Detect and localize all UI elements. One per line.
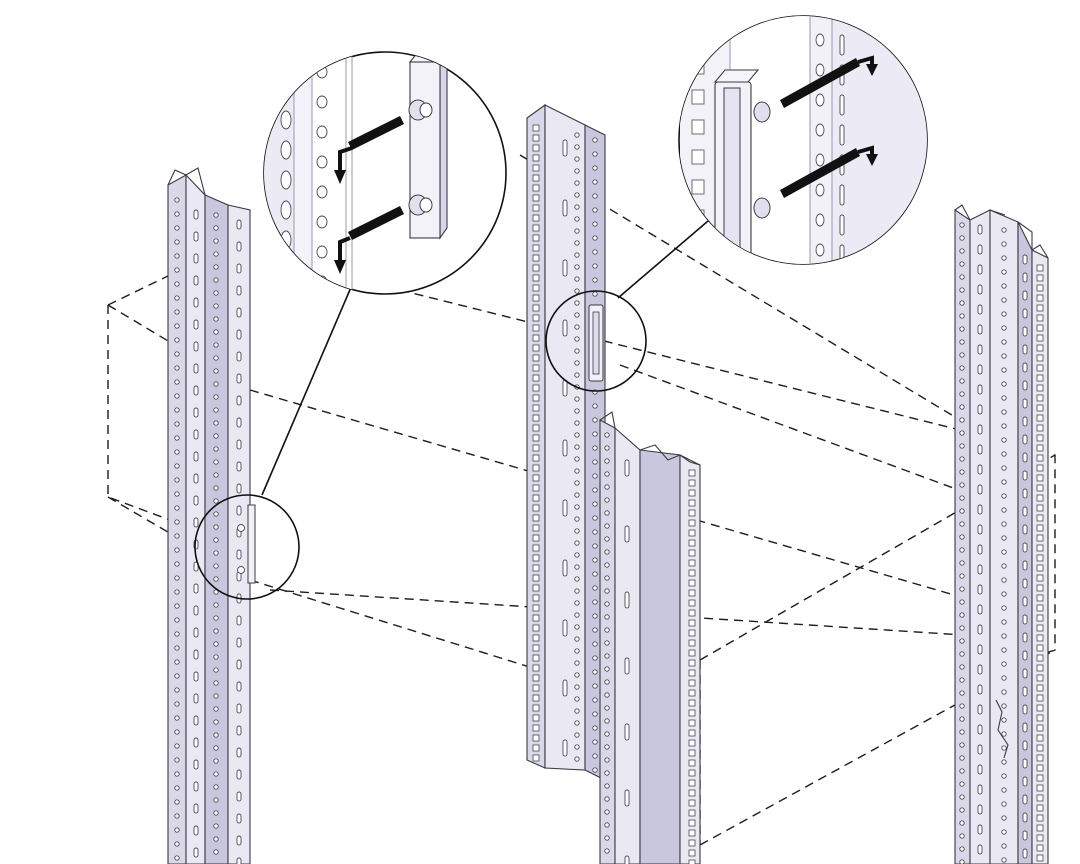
middle-front-rack-rail: [599, 411, 701, 864]
left-bracket-callout-small: [194, 494, 300, 600]
right-leader-line: [617, 214, 716, 299]
alignment-bracket-icon: [713, 69, 771, 259]
right-rack-rail: [954, 204, 1049, 864]
insertion-arrow-icon: [334, 116, 404, 274]
middle-bracket-callout-small: [545, 290, 647, 392]
left-leader-line: [261, 284, 353, 496]
left-bracket-detail-callout: [263, 51, 507, 295]
right-bracket-detail-callout: [678, 15, 928, 265]
alignment-bracket-icon: [408, 52, 449, 240]
left-rack-rail: [167, 167, 251, 864]
insertion-arrow-icon: [780, 55, 878, 198]
middle-back-rack-rail: [526, 103, 606, 781]
